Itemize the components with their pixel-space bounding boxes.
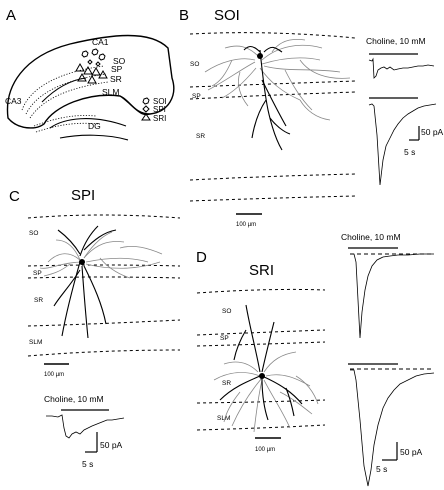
panel-a-letter: A: [6, 7, 16, 24]
panel-d: D SRI SO SP SR SLM: [196, 232, 435, 487]
trace-d-lower: [350, 369, 435, 487]
trace-b-time-label: 5 s: [404, 147, 415, 157]
scale-bar-c-label: 100 µm: [44, 372, 64, 378]
soi-dendrites: [204, 38, 351, 121]
region-sp-label: SP: [111, 64, 123, 74]
layer-so-label: SO: [190, 61, 199, 68]
soi-soma: [257, 53, 263, 59]
trace-b-lower: [368, 103, 437, 186]
panel-a: A CA1 CA3 DG SO SP SR SLM: [5, 7, 175, 141]
trace-c-drug-label: Choline, 10 mM: [44, 394, 104, 404]
trace-b-upper: [368, 57, 435, 79]
spi-cell-diamond-icon: [87, 59, 93, 65]
sri-cell-triangle-icon: [77, 72, 87, 82]
trace-c-current: [46, 414, 125, 439]
legend-spi-label: SPI: [153, 105, 166, 114]
sri-cell-triangle-icon: [98, 69, 108, 79]
layer-so-label: SO: [29, 230, 38, 237]
layer-sr-label: SR: [34, 297, 43, 304]
layer-slm-label: SLM: [29, 339, 42, 346]
cell-markers: [75, 48, 108, 84]
legend-soi-label: SOI: [153, 97, 167, 106]
scale-bar-d: 100 µm: [255, 437, 281, 453]
trace-c-current-label: 50 pA: [100, 440, 123, 450]
region-sr-label: SR: [110, 74, 122, 84]
soi-axon: [243, 45, 291, 151]
panel-d-title: SRI: [249, 262, 274, 279]
sri-soma: [259, 373, 265, 379]
current-scale-b: 50 pA 5 s: [404, 126, 444, 157]
trace-b-drug-label: Choline, 10 mM: [366, 36, 426, 46]
soi-cell-hexagon-icon: [98, 53, 106, 61]
spi-cell-diamond-icon: [95, 61, 101, 67]
scale-bar-b: 100 µm: [236, 213, 262, 228]
region-ca3-label: CA3: [5, 96, 22, 106]
sri-cell-triangle-icon: [87, 74, 97, 84]
sri-axon: [219, 304, 303, 421]
sri-cell-triangle-icon: [75, 62, 85, 72]
legend-diamond-icon: [142, 105, 150, 113]
layer-boundaries: [189, 32, 356, 202]
trace-d-drug-label: Choline, 10 mM: [341, 232, 401, 242]
legend-hexagon-icon: [142, 97, 150, 105]
region-slm-label: SLM: [102, 87, 119, 97]
panel-c-title: SPI: [71, 187, 95, 204]
soi-cell-hexagon-icon: [91, 48, 99, 56]
layer-so-label: SO: [222, 308, 231, 315]
current-scale-c: 50 pA 5 s: [82, 432, 123, 469]
legend-sri-label: SRI: [153, 114, 166, 123]
scale-bar-b-label: 100 µm: [236, 222, 256, 228]
soi-cell-hexagon-icon: [81, 50, 89, 58]
layer-sp-label: SP: [220, 335, 229, 342]
panel-b: B SOI SO SP SR: [179, 7, 444, 228]
hippocampus-diagram: [6, 34, 175, 141]
trace-d-time-label: 5 s: [376, 464, 387, 474]
trace-c-time-label: 5 s: [82, 459, 93, 469]
panel-b-letter: B: [179, 7, 189, 24]
sri-dendrites: [213, 351, 319, 433]
layer-sr-label: SR: [196, 133, 205, 140]
layer-sp-label: SP: [192, 93, 201, 100]
legend: SOI SPI SRI: [141, 97, 167, 123]
trace-d-upper: [350, 253, 434, 339]
spi-soma: [79, 259, 85, 265]
panel-c: C SPI SO SP SR SLM: [9, 187, 181, 469]
region-so-label: SO: [113, 56, 126, 66]
legend-triangle-icon: [141, 113, 151, 121]
panel-c-letter: C: [9, 188, 20, 205]
layer-boundaries: [196, 288, 326, 431]
region-ca1-label: CA1: [92, 37, 109, 47]
trace-b-current-label: 50 pA: [421, 127, 444, 137]
region-dg-label: DG: [88, 121, 101, 131]
scale-bar-d-label: 100 µm: [255, 447, 275, 453]
layer-sr-label: SR: [222, 380, 231, 387]
trace-d-current-label: 50 pA: [400, 447, 423, 457]
spi-axon: [53, 225, 117, 339]
layer-boundaries: [27, 214, 181, 357]
panel-d-letter: D: [196, 249, 207, 266]
spi-dendrites: [39, 231, 163, 279]
panel-b-title: SOI: [214, 7, 240, 24]
current-scale-d: 50 pA 5 s: [376, 442, 423, 474]
layer-slm-label: SLM: [217, 415, 230, 422]
sri-cell-triangle-icon: [91, 66, 101, 76]
sri-cell-triangle-icon: [83, 65, 93, 75]
scale-bar-c: 100 µm: [44, 363, 69, 378]
layer-sp-label: SP: [33, 270, 42, 277]
